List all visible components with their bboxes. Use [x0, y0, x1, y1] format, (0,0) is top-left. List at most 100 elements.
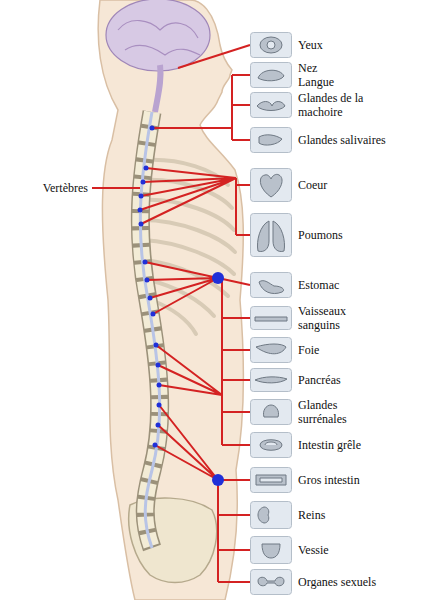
organ-text: Organes sexuels — [298, 575, 388, 589]
organ-icon — [250, 337, 292, 363]
organ-drawing — [255, 377, 287, 383]
organ-text: Yeux — [298, 38, 388, 52]
icon-frame — [251, 570, 292, 595]
spine-outline — [140, 112, 159, 548]
organ-drawing — [260, 37, 282, 53]
organ-icon — [250, 536, 292, 564]
organ-icon — [250, 213, 292, 257]
organ-text: Pancréas — [298, 373, 388, 387]
organ-name: Glandes surrénales — [298, 398, 388, 426]
organ-item: Estomac — [250, 272, 388, 298]
organ-item: NezLangue — [250, 61, 388, 89]
organ-drawing — [255, 317, 287, 321]
brain-stem — [155, 65, 161, 112]
organ-icon — [250, 127, 292, 153]
organ-icon — [250, 62, 292, 88]
icon-frame — [251, 128, 292, 153]
icon-frame — [251, 33, 292, 58]
organ-icon — [250, 467, 292, 493]
icon-frame — [251, 369, 292, 392]
leader-line — [92, 187, 140, 189]
organ-icon — [250, 368, 292, 392]
organ-drawing — [259, 135, 282, 145]
organ-name: Vessie — [298, 543, 388, 557]
organ-drawing — [262, 544, 280, 558]
organ-text: Glandes salivaires — [298, 133, 388, 147]
spine — [140, 112, 159, 548]
organ-drawing — [256, 344, 286, 354]
organ-icon — [250, 306, 292, 330]
part-label: Vertèbres — [43, 181, 88, 195]
organ-text: NezLangue — [298, 61, 388, 89]
organ-icon — [250, 32, 292, 58]
organ-drawing — [260, 440, 282, 451]
icon-frame — [251, 400, 292, 425]
organ-name: Coeur — [298, 178, 388, 192]
organ-icon — [250, 569, 292, 595]
organ-name: Reins — [298, 508, 388, 522]
organ-icon — [250, 168, 292, 202]
organ-item: Foie — [250, 337, 388, 363]
organ-text: Vaisseaux sanguins — [298, 304, 388, 332]
organ-text: Estomac — [298, 278, 388, 292]
organ-name: Estomac — [298, 278, 388, 292]
organ-item: Glandes salivaires — [250, 127, 388, 153]
organ-item: Glandes surrénales — [250, 398, 388, 426]
organ-icon — [250, 501, 292, 529]
organ-drawing — [257, 221, 284, 252]
icon-frame — [251, 468, 292, 493]
icon-frame — [251, 63, 292, 88]
organ-name: Pancréas — [298, 373, 388, 387]
organ-drawing — [259, 281, 284, 294]
organ-item: Vaisseaux sanguins — [250, 304, 388, 332]
icon-frame — [251, 537, 292, 564]
organ-drawing — [257, 102, 285, 111]
organ-text: Coeur — [298, 178, 388, 192]
organ-name: Glandes de la machoire — [298, 91, 388, 119]
icon-frame — [251, 502, 292, 529]
organ-item: Reins — [250, 501, 388, 529]
icon-frame — [251, 214, 292, 257]
organ-text: Gros intestin — [298, 473, 388, 487]
brain-shape — [106, 0, 210, 71]
nerve-dots — [138, 126, 225, 487]
organ-item: Coeur — [250, 168, 388, 202]
organ-name: Langue — [298, 75, 388, 89]
organ-text: Foie — [298, 343, 388, 357]
organ-drawing — [263, 405, 278, 417]
icon-frame — [251, 93, 292, 118]
organ-item: Intestin grêle — [250, 432, 388, 458]
organ-name: Intestin grêle — [298, 438, 388, 452]
organ-item: Glandes de la machoire — [250, 91, 388, 119]
organ-name: Foie — [298, 343, 388, 357]
organ-item: Yeux — [250, 32, 388, 58]
organ-item: Gros intestin — [250, 467, 388, 493]
organ-item: Organes sexuels — [250, 569, 388, 595]
organ-icon — [250, 399, 292, 425]
organ-item: Pancréas — [250, 368, 388, 392]
organ-text: Intestin grêle — [298, 438, 388, 452]
organ-icon — [250, 432, 292, 458]
organ-text: Poumons — [298, 228, 388, 242]
organ-name: Yeux — [298, 38, 388, 52]
organ-name: Glandes salivaires — [298, 133, 388, 147]
organ-icon — [250, 272, 292, 298]
organ-drawing — [258, 507, 269, 523]
organ-icon — [250, 92, 292, 118]
organ-text: Glandes surrénales — [298, 398, 388, 426]
organ-name: Gros intestin — [298, 473, 388, 487]
icon-frame — [251, 433, 292, 458]
organ-drawing — [256, 475, 286, 485]
organ-name: Nez — [298, 61, 388, 75]
organ-text: Vessie — [298, 543, 388, 557]
organ-text: Reins — [298, 508, 388, 522]
organ-drawing — [258, 577, 284, 586]
icon-frame — [251, 169, 292, 202]
organ-item: Poumons — [250, 213, 388, 257]
organ-name: Organes sexuels — [298, 575, 388, 589]
icon-frame — [251, 307, 292, 330]
organ-name: Poumons — [298, 228, 388, 242]
